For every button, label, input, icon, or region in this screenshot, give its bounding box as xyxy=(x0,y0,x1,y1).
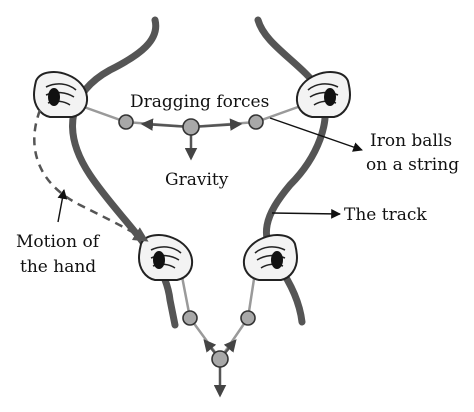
ball-upper-center xyxy=(182,118,200,136)
motion-pointer xyxy=(57,189,68,223)
motion-label-line1: Motion of xyxy=(16,232,101,252)
hand-upper-right-icon xyxy=(295,71,351,118)
track-label: The track xyxy=(344,205,427,225)
ball-lower-center xyxy=(211,350,229,368)
track-pointer xyxy=(271,208,341,219)
iron-balls-label-line1: Iron balls xyxy=(370,131,452,151)
motion-label-line2: the hand xyxy=(20,257,96,277)
iron-balls-label-line2: on a string xyxy=(366,155,459,175)
hand-lower-left-icon xyxy=(138,234,194,281)
hand-lower-right-icon xyxy=(242,234,298,281)
hand-upper-left-icon xyxy=(33,71,89,118)
gravity-label: Gravity xyxy=(165,170,229,190)
iron-balls-pointer xyxy=(269,117,363,152)
ball-upper-1 xyxy=(118,114,134,130)
hand-motion-dashed-arrow xyxy=(33,109,149,242)
dragging-forces-label: Dragging forces xyxy=(130,92,269,112)
ball-lower-1 xyxy=(182,310,198,326)
ball-lower-2 xyxy=(240,310,256,326)
ball-upper-2 xyxy=(248,114,264,130)
